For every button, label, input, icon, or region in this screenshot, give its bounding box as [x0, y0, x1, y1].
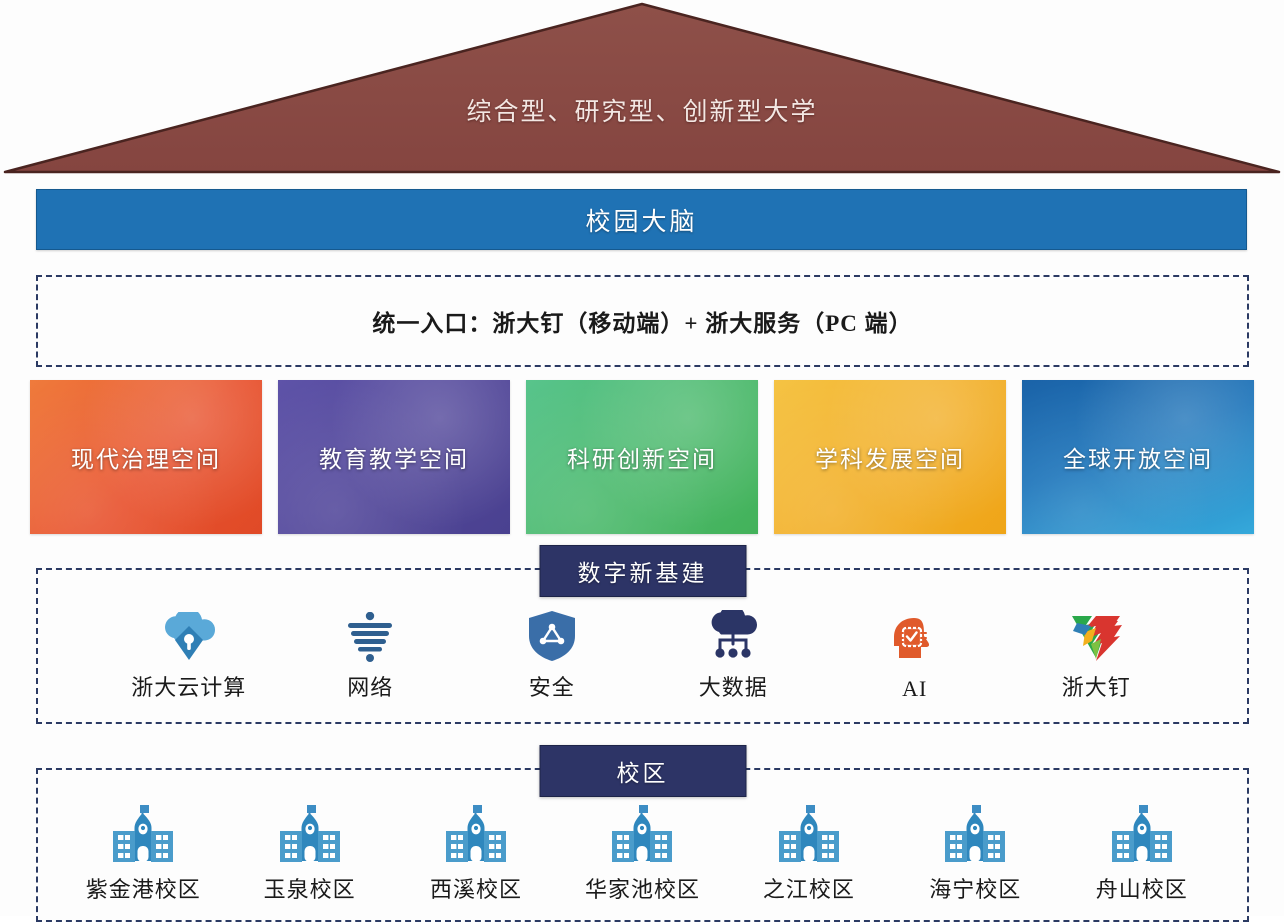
campus-title-label: 校区: [616, 761, 669, 786]
space-card-label: 教育教学空间: [319, 447, 469, 472]
infra-item-label: 浙大云计算: [131, 675, 247, 700]
big-data-cloud-icon: [702, 610, 764, 662]
infra-item-label: 浙大钉: [1061, 675, 1131, 700]
campus-item-label: 紫金港校区: [85, 877, 201, 902]
campus-item-zijingang[interactable]: 紫金港校区: [64, 804, 222, 904]
campus-item-haining[interactable]: 海宁校区: [896, 804, 1054, 904]
cloud-key-icon: [158, 610, 220, 662]
network-signal-icon: [339, 610, 401, 662]
campus-item-label: 舟山校区: [1095, 877, 1188, 902]
campus-item-label: 华家池校区: [584, 877, 700, 902]
campus-building-icon: [936, 804, 1014, 866]
infra-item-ai[interactable]: AI: [840, 616, 990, 702]
campus-item-huajiachi[interactable]: 华家池校区: [563, 804, 721, 904]
space-card-research[interactable]: 科研创新空间: [526, 380, 758, 534]
infrastructure-section: 数字新基建 浙大云计算: [36, 545, 1249, 724]
infra-item-label: 网络: [347, 675, 394, 700]
space-card-label: 科研创新空间: [567, 447, 717, 472]
space-card-label: 现代治理空间: [71, 447, 221, 472]
campus-item-yuquan[interactable]: 玉泉校区: [231, 804, 389, 904]
campus-item-label: 海宁校区: [929, 877, 1022, 902]
infra-item-network[interactable]: 网络: [295, 610, 445, 702]
unified-entry-label: 统一入口：浙大钉（移动端）+ 浙大服务（PC 端）: [372, 311, 913, 336]
infra-item-dingtalk[interactable]: 浙大钉: [1021, 610, 1171, 702]
campus-item-label: 西溪校区: [430, 877, 523, 902]
campus-item-zhijiang[interactable]: 之江校区: [730, 804, 888, 904]
space-card-education[interactable]: 教育教学空间: [278, 380, 510, 534]
campus-building-icon: [1103, 804, 1181, 866]
space-card-label: 全球开放空间: [1063, 447, 1213, 472]
campus-item-xixi[interactable]: 西溪校区: [397, 804, 555, 904]
campus-item-zhoushan[interactable]: 舟山校区: [1063, 804, 1221, 904]
infra-item-label: 大数据: [698, 675, 768, 700]
campus-brain-label: 校园大脑: [585, 208, 698, 236]
campus-section: 校区: [36, 745, 1249, 922]
roof-banner: 综合型、研究型、创新型大学: [0, 0, 1284, 178]
infrastructure-title-label: 数字新基建: [577, 561, 708, 586]
shield-icon: [526, 610, 578, 662]
roof-triangle-icon: [3, 2, 1281, 174]
infrastructure-items-row: 浙大云计算 网络: [38, 610, 1247, 702]
campus-building-icon: [104, 804, 182, 866]
campus-item-label: 之江校区: [762, 877, 855, 902]
ai-brain-chip-icon: [890, 616, 940, 668]
campus-building-icon: [603, 804, 681, 866]
campus-building-icon: [437, 804, 515, 866]
space-card-global[interactable]: 全球开放空间: [1022, 380, 1254, 534]
campus-building-icon: [770, 804, 848, 866]
infra-item-bigdata[interactable]: 大数据: [658, 610, 808, 702]
space-card-discipline[interactable]: 学科发展空间: [774, 380, 1006, 534]
space-card-governance[interactable]: 现代治理空间: [30, 380, 262, 534]
unified-entry-box: 统一入口：浙大钉（移动端）+ 浙大服务（PC 端）: [36, 275, 1249, 367]
campus-item-label: 玉泉校区: [263, 877, 356, 902]
campus-building-icon: [271, 804, 349, 866]
infra-item-security[interactable]: 安全: [477, 610, 627, 702]
space-card-label: 学科发展空间: [815, 447, 965, 472]
campus-brain-bar[interactable]: 校园大脑: [36, 189, 1247, 250]
infra-item-label: 安全: [528, 675, 575, 700]
dingtalk-triangle-icon: [1067, 610, 1125, 662]
infra-item-cloud[interactable]: 浙大云计算: [114, 610, 264, 702]
campus-items-row: 紫金港校区: [38, 804, 1247, 904]
infra-item-label: AI: [902, 676, 928, 701]
campus-title-badge: 校区: [539, 745, 746, 797]
space-cards-row: 现代治理空间 教育教学空间 科研创新空间 学科发展空间 全球开放空间: [30, 380, 1254, 534]
infrastructure-title-badge: 数字新基建: [539, 545, 746, 597]
